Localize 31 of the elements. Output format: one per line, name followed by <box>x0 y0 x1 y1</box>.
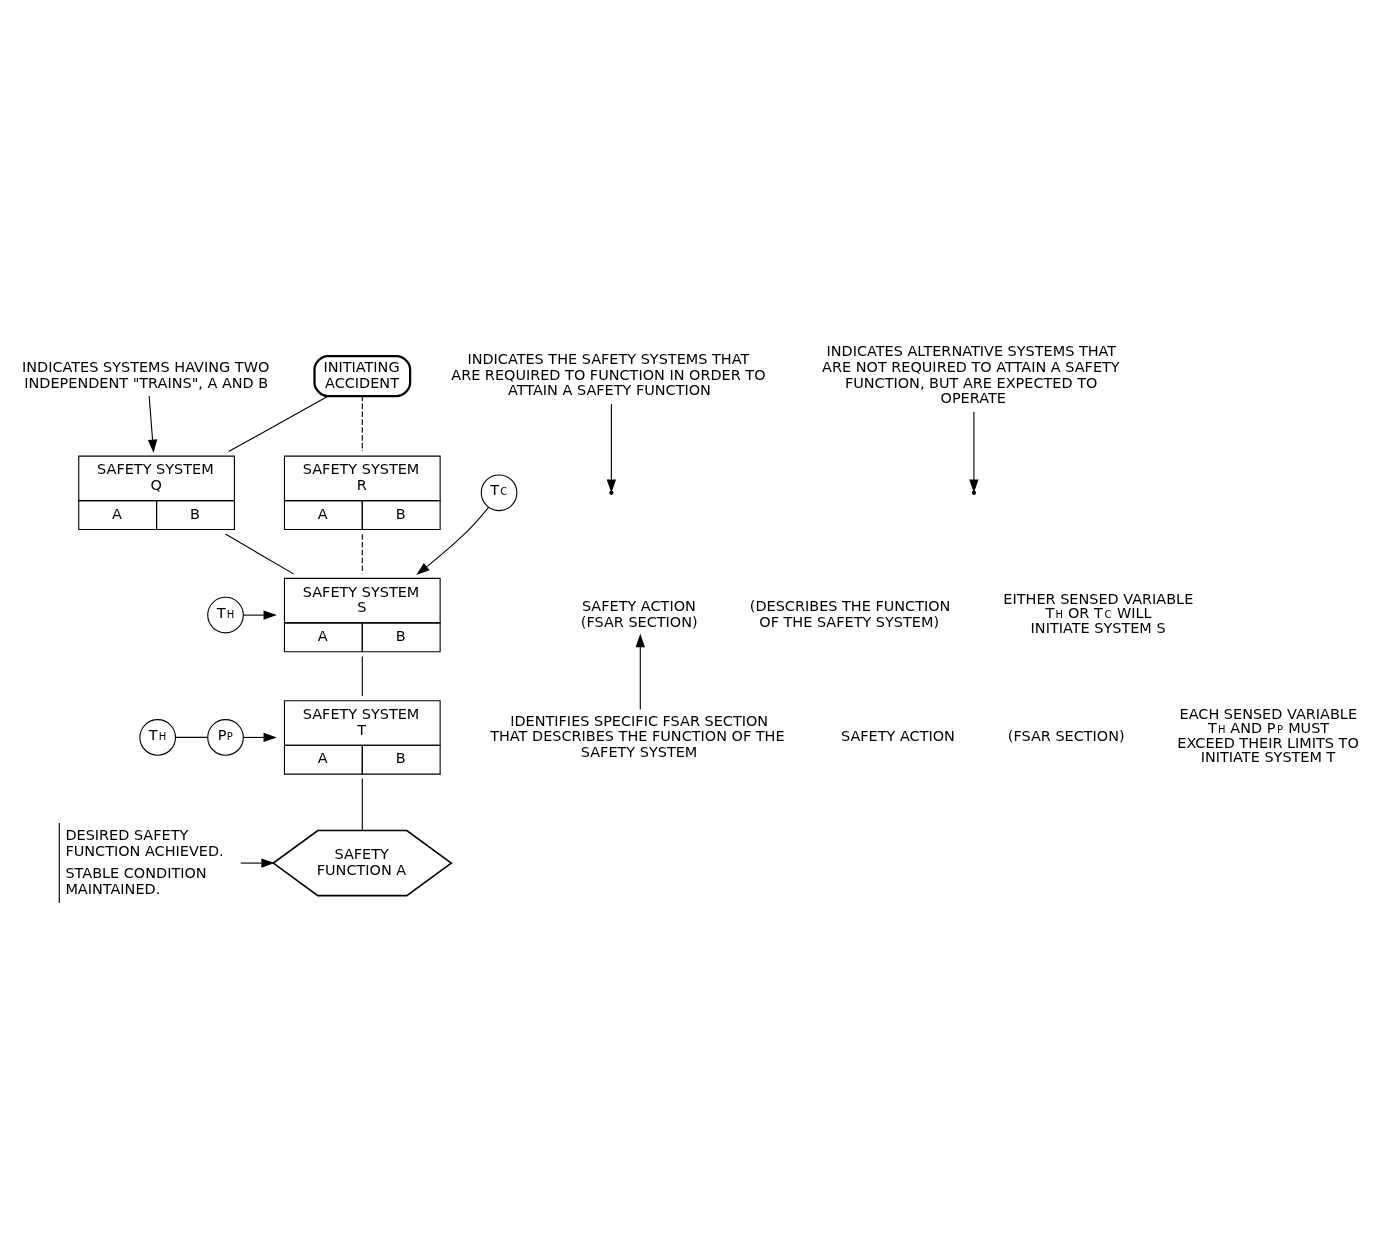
arrow <box>243 609 277 620</box>
node-circle: TH <box>207 596 244 633</box>
node-text: SAFETY ACTION (FSAR SECTION) <box>580 597 698 630</box>
label: EITHER SENSED VARIABLE TH OR TC WILL INITIATE SYSTEM S <box>1003 590 1194 636</box>
label: (FSAR SECTION) <box>1007 727 1125 744</box>
arrow <box>416 506 490 575</box>
connector <box>361 777 363 831</box>
label: (DESCRIBES THE FUNCTION OF THE SAFETY SYSTEM) <box>749 597 951 630</box>
connector <box>361 533 363 574</box>
node-text: IDENTIFIES SPECIFIC FSAR SECTION THAT DESCRIBES THE FUNCTION OF THE SAFETY SYSTEM <box>490 712 785 760</box>
arrow <box>635 633 645 710</box>
node-circle: TC <box>480 473 518 511</box>
connector <box>175 736 209 738</box>
connector <box>224 533 295 574</box>
arrow <box>606 402 617 493</box>
arrow <box>147 395 158 453</box>
connector <box>361 655 363 696</box>
arrow <box>240 857 275 868</box>
node-circle: TH <box>139 718 177 756</box>
node-text: DESIRED SAFETY FUNCTION ACHIEVED. STABLE CONDITION MAINTAINED. <box>65 826 224 897</box>
arrow <box>243 732 277 742</box>
connector <box>361 395 363 452</box>
label: SAFETY ACTION <box>841 727 955 744</box>
label: EACH SENSED VARIABLE TH AND PP MUST EXCEED THEIR LIMITS TO INITIATE SYSTEM T <box>1177 705 1359 765</box>
connector <box>228 395 329 452</box>
node-text: INDICATES ALTERNATIVE SYSTEMS THAT ARE NOT REQUIRED TO ATTAIN A SAFETY FUNCTION, BUT ARE EXPECTED TO OPERATE <box>822 342 1120 406</box>
node-box: INITIATING ACCIDENT <box>313 354 412 397</box>
node-text: INDICATES THE SAFETY SYSTEMS THAT ARE REQUIRED TO FUNCTION IN ORDER TO ATTAIN A SAFETY FUNCTION <box>451 350 766 398</box>
node-circle: PP <box>207 718 244 756</box>
arrow <box>969 410 979 493</box>
node-text: INDICATES SYSTEMS HAVING TWO INDEPENDENT "TRAINS", A AND B <box>22 358 270 391</box>
